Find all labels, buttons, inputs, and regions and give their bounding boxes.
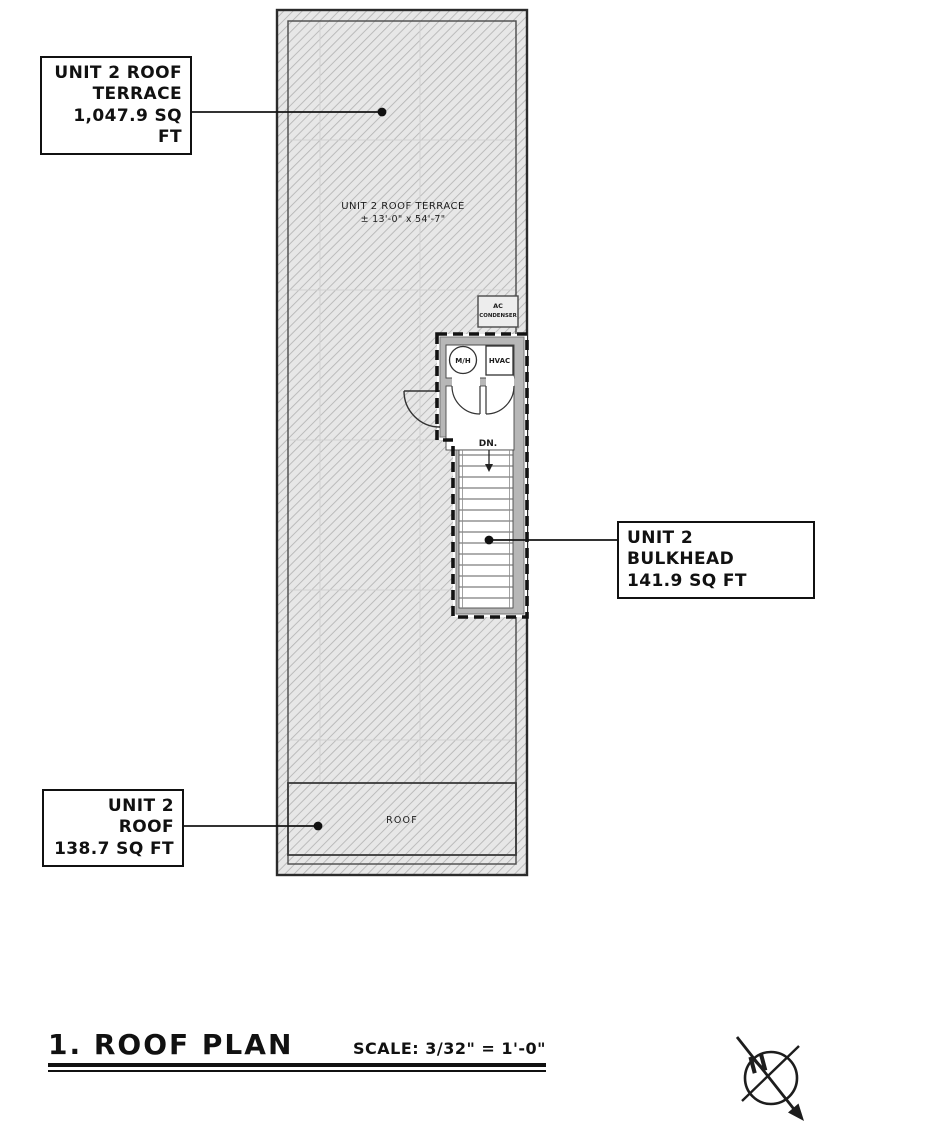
callout-terrace-line1: UNIT 2 ROOF [54, 63, 182, 83]
terrace-door-swing [403, 390, 441, 428]
north-label: N [746, 1050, 771, 1080]
callout-bulkhead: UNIT 2 BULKHEAD 141.9 SQ FT [617, 521, 815, 599]
closet-door-opening-left [452, 376, 480, 388]
mh-unit: M/H [448, 345, 478, 375]
mh-label: M/H [455, 357, 471, 365]
north-arrow-icon: N [735, 1036, 804, 1121]
callout-terrace-line3: 1,047.9 SQ FT [73, 105, 182, 147]
callout-bulkhead-line2: 141.9 SQ FT [627, 570, 747, 591]
titleblock: 1. ROOF PLAN SCALE: 3/32" = 1'-0" [48, 1028, 546, 1072]
roof-area-label: ROOF [386, 815, 418, 826]
hvac-label: HVAC [489, 357, 510, 365]
closet-door-opening-right [486, 376, 514, 388]
callout-roof: UNIT 2 ROOF 138.7 SQ FT [42, 789, 184, 867]
leader-dots [313, 107, 494, 831]
bulkhead-dashed-outline [435, 332, 529, 619]
title-underline-thick [48, 1063, 546, 1067]
title-underline-thin [48, 1070, 546, 1072]
ac-label-line1: AC [493, 302, 503, 310]
callout-terrace-line2: TERRACE [92, 84, 182, 105]
drawing-title: 1. ROOF PLAN [48, 1028, 294, 1061]
ac-label-line2: CONDENSER [479, 313, 517, 319]
callout-terrace: UNIT 2 ROOF TERRACE 1,047.9 SQ FT [40, 56, 192, 155]
down-arrow-icon [485, 450, 493, 472]
ac-condenser: AC CONDENSER [477, 295, 519, 328]
callout-roof-line1: UNIT 2 ROOF [107, 796, 174, 838]
down-label: DN. [479, 439, 497, 449]
lower-roof-outline [287, 782, 517, 856]
double-door-swing [451, 385, 515, 415]
leader-lines [184, 111, 617, 827]
terrace-name-label: UNIT 2 ROOF TERRACE [341, 201, 465, 212]
stairwell [458, 449, 514, 609]
callout-bulkhead-line1: UNIT 2 BULKHEAD [627, 528, 735, 570]
drawing-scale: SCALE: 3/32" = 1'-0" [352, 1039, 546, 1058]
hvac-unit: HVAC [485, 345, 514, 376]
callout-roof-line2: 138.7 SQ FT [54, 838, 174, 859]
terrace-dims-label: ± 13'-0" x 54'-7" [361, 214, 446, 225]
